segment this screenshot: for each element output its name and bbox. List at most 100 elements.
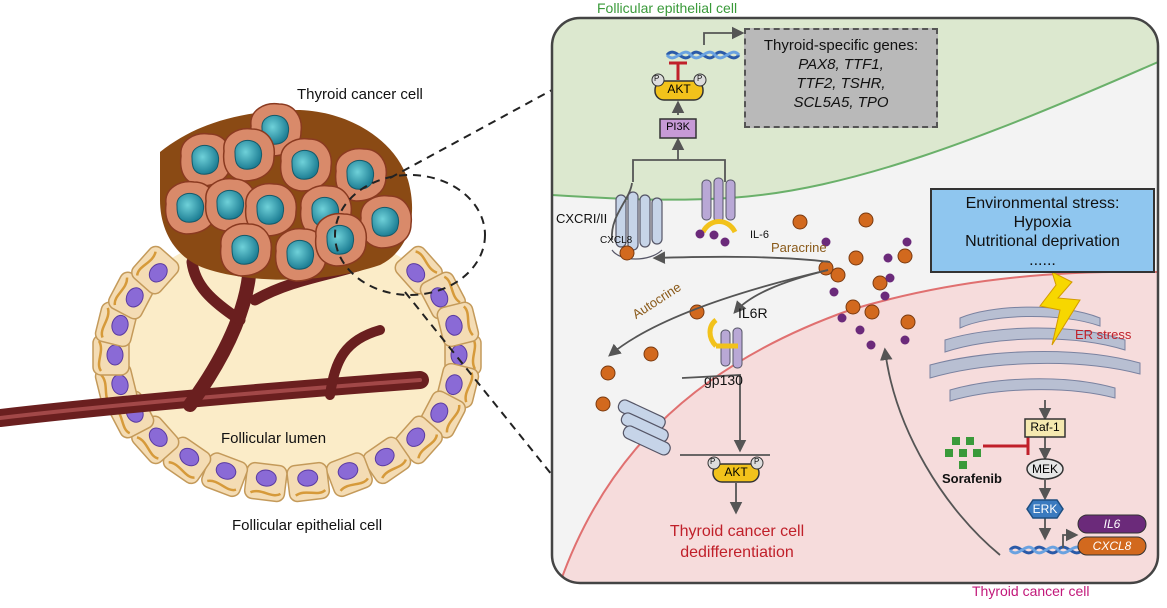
il6-dot (695, 229, 705, 239)
phospho-bottom-left-icon (707, 456, 721, 470)
akt-top-label: AKT (667, 82, 691, 96)
genes-line-1: PAX8, TTF1, (798, 56, 884, 73)
title-thyroid-cancer-cell-bottom: Thyroid cancer cell (972, 583, 1090, 599)
epithelial-cell (436, 301, 480, 348)
il6r-label: IL6R (738, 305, 768, 321)
thyroid-genes-box: Thyroid-specific genes: PAX8, TTF1, TTF2… (744, 28, 938, 128)
env-heading: Environmental stress: (965, 195, 1120, 212)
epithelial-cell (362, 436, 412, 485)
sorafenib-label: Sorafenib (942, 471, 1002, 486)
lightning-bolt-icon (1039, 271, 1081, 346)
panel-border (550, 16, 1160, 585)
il6-dot (837, 313, 847, 323)
title-follicular-epithelial-bottom: Follicular epithelial cell (232, 517, 383, 534)
il6-dot (720, 237, 730, 247)
autocrine-receptor-icon (617, 399, 671, 456)
erk-label: ERK (1032, 502, 1058, 516)
top-pathway-arrows (632, 26, 745, 182)
il6-dot (709, 230, 719, 240)
il6-product-label: IL6 (1103, 517, 1121, 531)
akt-top-pill (654, 80, 704, 101)
phospho-top-left-icon (651, 73, 665, 87)
cxcl8-dot (818, 260, 834, 276)
cancer-cell (359, 194, 413, 249)
raf1-box (1024, 418, 1066, 438)
il6-dot (885, 273, 895, 283)
genes-heading: Thyroid-specific genes: (763, 37, 919, 54)
cancer-cell (244, 182, 298, 237)
thyroid-follicle (0, 102, 482, 503)
cancer-cell (274, 227, 328, 282)
cxcr-receptor-icon (611, 191, 663, 260)
epithelial-cell (243, 461, 288, 503)
sorafenib-molecule-icon (945, 437, 981, 469)
cxcl8-dot (600, 365, 616, 381)
dna-helix-top-icon (665, 50, 741, 60)
il6-dot (902, 237, 912, 247)
phospho-top-left-label: P (654, 74, 660, 83)
cancer-cell (334, 147, 388, 202)
title-follicular-lumen: Follicular lumen (221, 430, 327, 447)
phospho-top-right-label: P (697, 74, 703, 83)
epithelial-cell (286, 461, 331, 503)
il6-small-label: IL-6 (750, 229, 769, 241)
il6-product-pill (1077, 514, 1147, 534)
cxcl8-dot (595, 396, 611, 412)
epithelial-cell (131, 245, 180, 295)
il6-receptor-top-icon (700, 177, 738, 234)
cancer-cell (164, 180, 218, 235)
akt-inhibition (669, 61, 687, 80)
il6-dot (866, 340, 876, 350)
gp130-label: gp130 (704, 372, 743, 388)
cxcl8-dot (897, 248, 913, 264)
dediff-line-2: dedifferentiation (680, 544, 794, 561)
title-follicular-epithelial-top: Follicular epithelial cell (597, 0, 738, 16)
paracrine-label: Paracrine (771, 240, 827, 255)
cxcl8-small-label: CXCL8 (600, 235, 633, 246)
title-thyroid-cancer-cell: Thyroid cancer cell (297, 86, 423, 103)
il6-dot (883, 253, 893, 263)
mek-ellipse (1026, 458, 1064, 480)
mek-label: MEK (1031, 462, 1058, 476)
phospho-bottom-right-label: P (754, 457, 760, 466)
cancer-cell (179, 132, 233, 187)
phospho-bottom-right-icon (750, 456, 764, 470)
il6-dot (880, 291, 890, 301)
mid-pathway-arrows (608, 251, 1079, 556)
cxcl8-dot (643, 346, 659, 362)
cxcr-label: CXCRI/II (556, 211, 608, 226)
cancer-cell (279, 137, 333, 192)
pi3k-box (659, 118, 697, 139)
cancer-cell (204, 177, 258, 232)
cancer-cell (219, 222, 273, 277)
zoom-circle (334, 174, 486, 296)
epithelial-cell (201, 452, 249, 498)
il6-dot (900, 335, 910, 345)
genes-line-3: SCL5A5, TPO (793, 94, 889, 111)
zoom-connectors (334, 89, 553, 476)
genes-line-2: TTF2, TSHR, (796, 75, 886, 92)
env-line-1: Hypoxia (1013, 214, 1072, 231)
cxcl8-product-pill (1077, 536, 1147, 556)
raf1-label: Raf-1 (1030, 420, 1060, 434)
erk-hexagon (1026, 499, 1064, 519)
sorafenib-inhibition (983, 437, 1030, 455)
cxcl8-dot (900, 314, 916, 330)
dna-helix-bottom-icon (1008, 545, 1084, 555)
cxcl8-dot (864, 304, 880, 320)
environmental-stress-box: Environmental stress: Hypoxia Nutritiona… (930, 188, 1155, 273)
cxcl8-dot (848, 250, 864, 266)
phospho-bottom-left-label: P (710, 457, 716, 466)
epithelial-cell (325, 452, 373, 498)
cxcl8-product-label: CXCL8 (1092, 539, 1132, 553)
cxcl8-dot (830, 267, 846, 283)
cxcl8-dot (845, 299, 861, 315)
cxcl8-dot (858, 212, 874, 228)
cancer-cells (164, 102, 413, 282)
epithelial-cell-ring (92, 245, 482, 503)
cxcl8-dot (619, 245, 635, 261)
cancer-cell (222, 127, 276, 182)
akt-bottom-pill (712, 463, 760, 483)
epithelial-cell (394, 415, 443, 465)
